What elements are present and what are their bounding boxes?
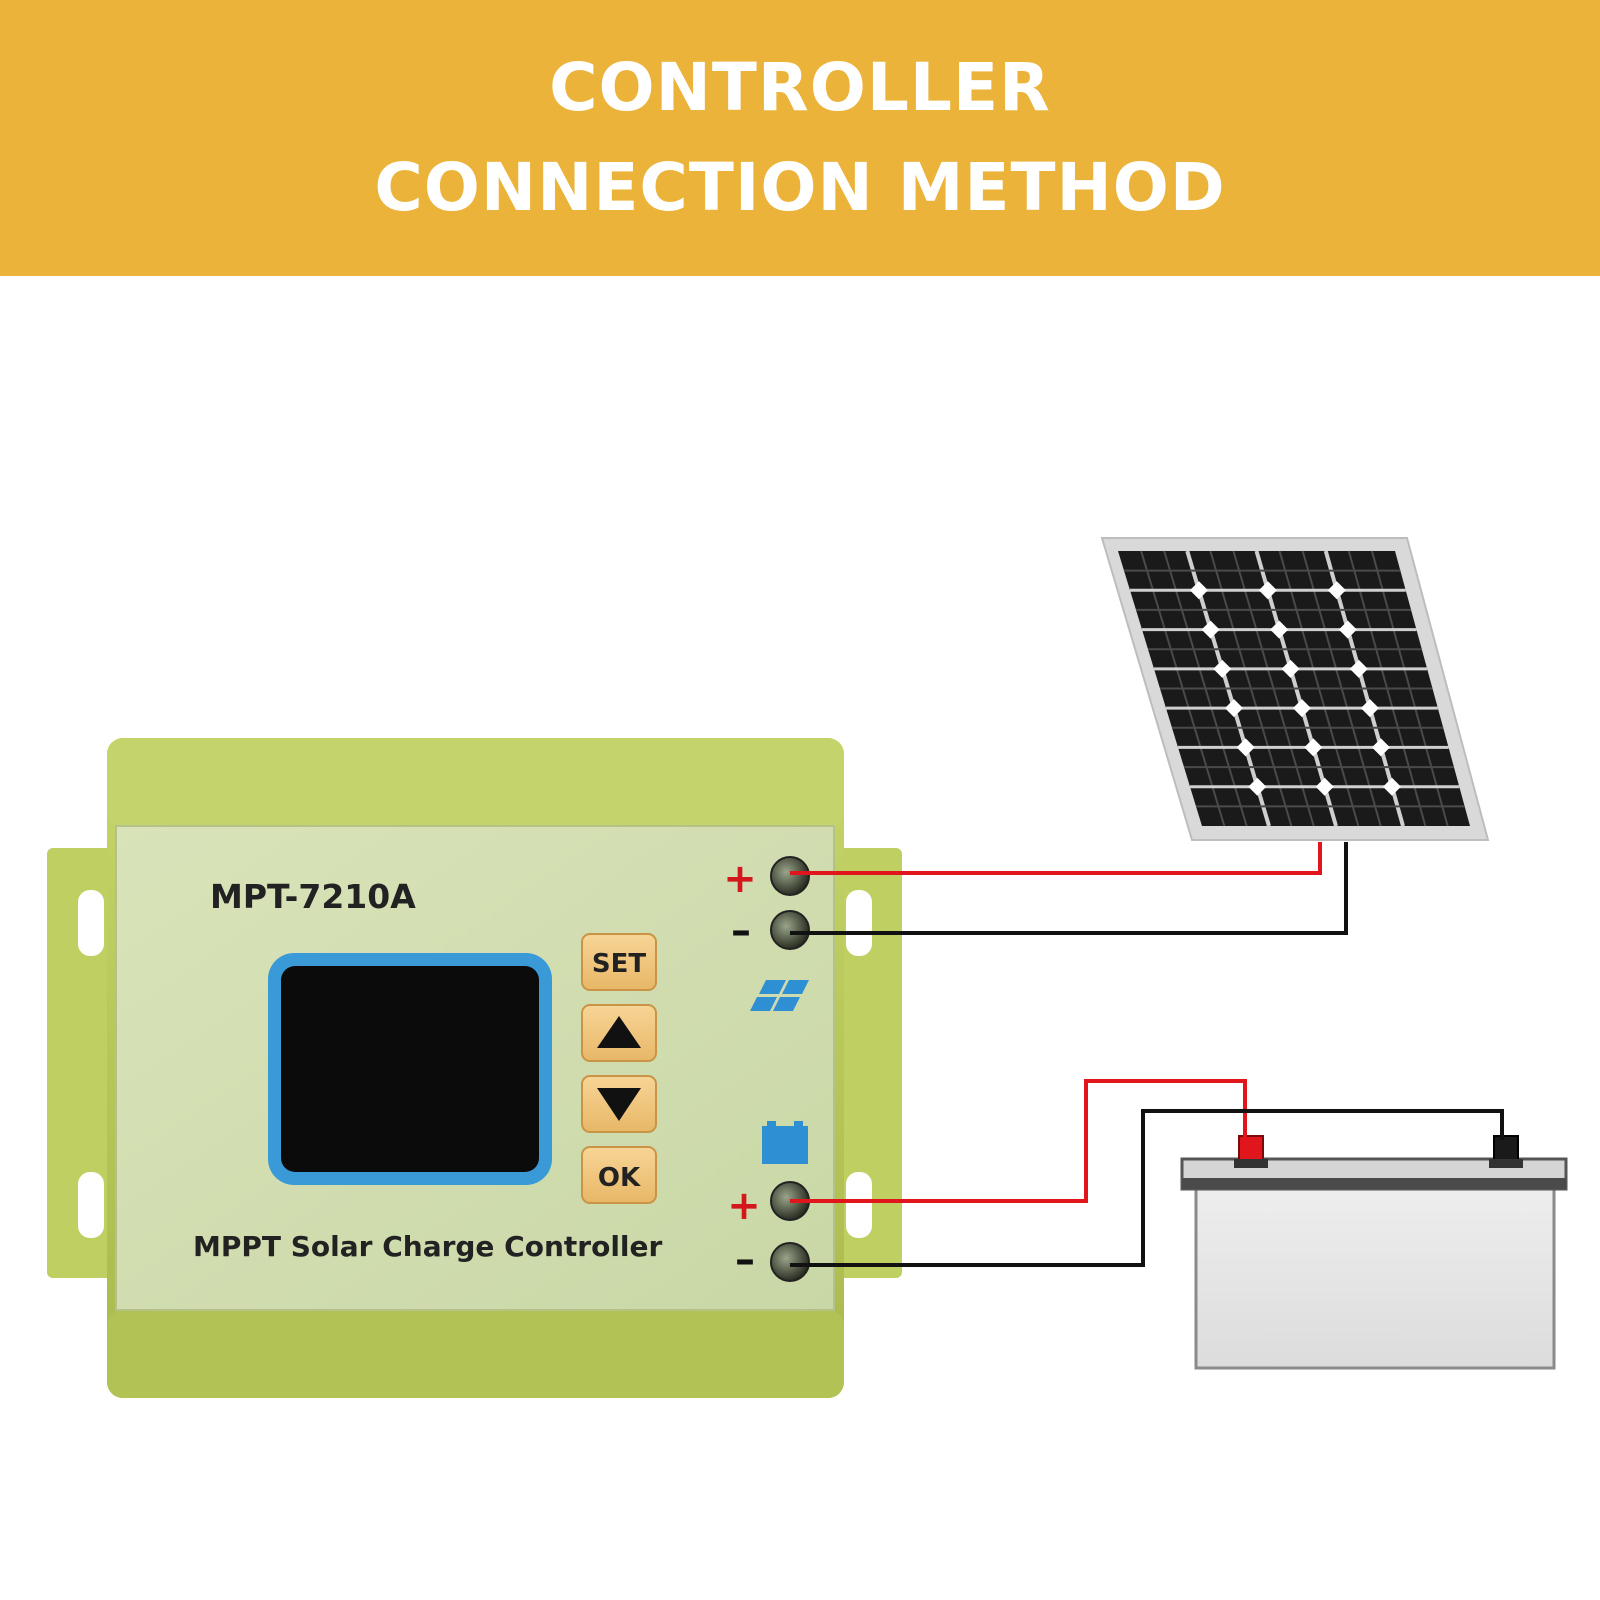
down-arrow-icon (597, 1088, 641, 1121)
up-arrow-icon (597, 1016, 641, 1048)
panel-cell-gap (1382, 777, 1401, 796)
battery (1180, 1135, 1568, 1370)
panel-cell-gap (1281, 659, 1300, 678)
battery-negative-post (1489, 1135, 1523, 1168)
ok-button-label: OK (598, 1163, 641, 1193)
charge-controller: MPT-7210A MPPT Solar Charge Controller S… (47, 738, 902, 1398)
panel-cell-gap (1327, 581, 1346, 600)
right-bracket (832, 848, 902, 1278)
battery-positive-post (1234, 1135, 1268, 1168)
panel-cell-gap (1258, 581, 1277, 600)
panel-cell-gap (1270, 620, 1289, 639)
panel-cell-gap (1315, 777, 1334, 796)
panel-cell-gap (1248, 777, 1267, 796)
battery-negative-terminal[interactable] (770, 1242, 810, 1282)
solar-negative-wire (790, 842, 1348, 935)
title-line-1: CONTROLLER (549, 49, 1051, 126)
down-button[interactable] (581, 1075, 657, 1133)
battery-case (1194, 1183, 1556, 1370)
body-bottom-ridge (107, 1310, 844, 1398)
solar-positive-wire (790, 842, 1322, 875)
model-label: MPT-7210A (210, 877, 416, 916)
panel-cell-gap (1213, 659, 1232, 678)
panel-cell-gap (1304, 738, 1323, 757)
battery-lid-edge (1182, 1178, 1566, 1189)
solar-panel-grid (1124, 550, 1465, 827)
solar-minus-sign: – (731, 908, 751, 954)
panel-cell-gap (1360, 699, 1379, 718)
left-bracket (47, 848, 117, 1278)
right-bracket-slot-bottom (846, 1172, 872, 1238)
battery-plus-sign: + (727, 1183, 761, 1229)
battery-icon (762, 1121, 808, 1164)
panel-cell-gap (1236, 738, 1255, 757)
battery-positive-wire (790, 1079, 1247, 1203)
right-bracket-slot-top (846, 890, 872, 956)
panel-cell-gap (1371, 738, 1390, 757)
panel-cell-gap (1224, 699, 1243, 718)
solar-panel-icon (750, 980, 809, 1011)
set-button-label: SET (592, 949, 646, 979)
solar-panel (1100, 537, 1490, 841)
panel-cell-gap (1189, 581, 1208, 600)
title-line-2: CONNECTION METHOD (374, 149, 1226, 226)
solar-panel-gaps (1189, 581, 1401, 796)
panel-cell-gap (1292, 699, 1311, 718)
body-top-ridge (107, 738, 844, 828)
controller-subtitle: MPPT Solar Charge Controller (193, 1230, 663, 1263)
ok-button[interactable]: OK (581, 1146, 657, 1204)
set-button[interactable]: SET (581, 933, 657, 991)
solar-plus-sign: + (723, 856, 757, 902)
panel-cell-gap (1349, 659, 1368, 678)
left-bracket-slot-top (78, 890, 104, 956)
solar-negative-terminal[interactable] (770, 910, 810, 950)
panel-cell-gap (1338, 620, 1357, 639)
battery-minus-sign: – (735, 1237, 755, 1283)
lcd-screen (281, 966, 539, 1172)
solar-positive-terminal[interactable] (770, 856, 810, 896)
left-bracket-slot-bottom (78, 1172, 104, 1238)
panel-cell-gap (1201, 620, 1220, 639)
header-banner: CONTROLLER CONNECTION METHOD (0, 0, 1600, 276)
up-button[interactable] (581, 1004, 657, 1062)
battery-negative-wire (790, 1109, 1504, 1267)
